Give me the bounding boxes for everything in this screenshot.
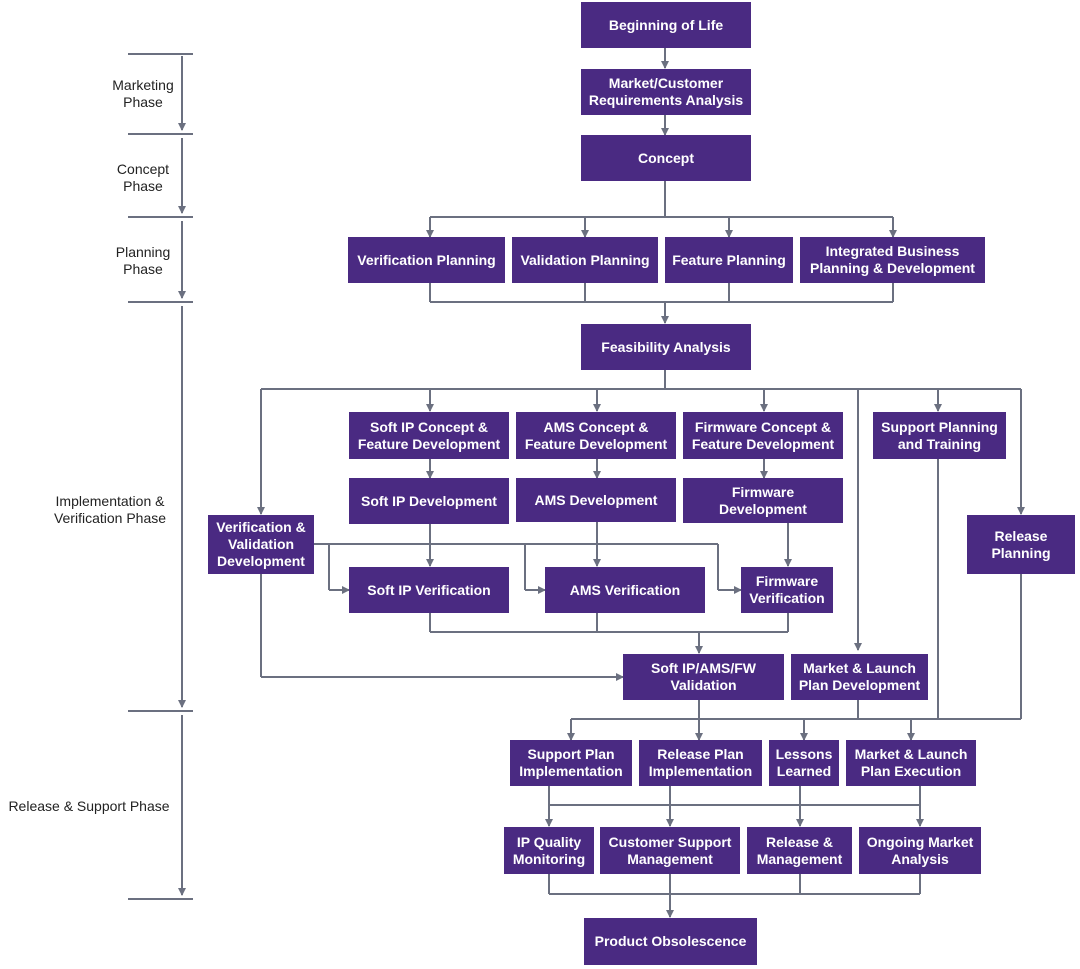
phase-label-planning: Planning Phase [115,244,171,277]
node-release-planning: Release Planning [967,515,1075,574]
node-ip-quality-monitoring: IP Quality Monitoring [504,827,594,874]
phase-label-release-support: Release & Support Phase [8,797,170,814]
node-validation-planning: Validation Planning [512,237,658,283]
phase-label-implementation: Implementation & Verification Phase [53,493,167,526]
node-soft-ip-verification: Soft IP Verification [349,567,509,613]
node-release-plan-implementation: Release Plan Implementation [639,740,762,786]
node-firmware-development: Firmware Development [683,478,843,523]
node-concept: Concept [581,135,751,181]
node-firmware-concept: Firmware Concept & Feature Development [683,412,843,459]
node-feasibility-analysis: Feasibility Analysis [581,324,751,370]
phase-label-concept: Concept Phase [116,161,170,194]
phase-label-marketing: Marketing Phase [112,77,174,110]
node-ams-concept: AMS Concept & Feature Development [516,412,676,459]
node-lessons-learned: Lessons Learned [769,740,839,786]
node-feature-planning: Feature Planning [665,237,793,283]
node-market-launch-execution: Market & Launch Plan Execution [846,740,976,786]
node-customer-support-management: Customer Support Management [600,827,740,874]
node-firmware-verification: Firmware Verification [741,567,833,613]
node-ams-verification: AMS Verification [545,567,705,613]
node-product-obsolescence: Product Obsolescence [584,918,757,965]
node-soft-ip-concept: Soft IP Concept & Feature Development [349,412,509,459]
node-release-management: Release & Management [747,827,852,874]
node-vv-development: Verification & Validation Development [208,515,314,574]
node-market-requirements-analysis: Market/Customer Requirements Analysis [581,69,751,115]
node-ongoing-market-analysis: Ongoing Market Analysis [859,827,981,874]
node-soft-ip-development: Soft IP Development [349,478,509,524]
node-integrated-business-planning: Integrated Business Planning & Developme… [800,237,985,283]
node-market-launch-development: Market & Launch Plan Development [791,654,928,700]
node-beginning-of-life: Beginning of Life [581,2,751,48]
node-verification-planning: Verification Planning [348,237,505,283]
node-validation: Soft IP/AMS/FW Validation [623,654,784,700]
node-support-plan-implementation: Support Plan Implementation [510,740,632,786]
node-support-planning: Support Planning and Training [873,412,1006,459]
node-ams-development: AMS Development [516,478,676,522]
